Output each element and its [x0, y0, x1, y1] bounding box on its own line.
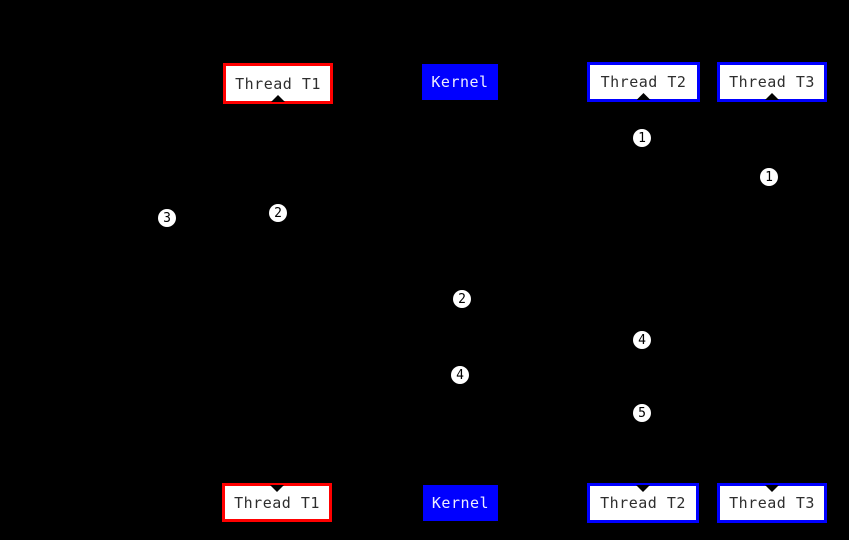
step-marker-3: 3	[158, 209, 176, 227]
step-marker-number: 1	[765, 169, 773, 185]
step-marker-5: 5	[633, 404, 651, 422]
step-marker-number: 2	[458, 291, 466, 307]
lifeline-arrowhead-icon	[636, 93, 651, 100]
step-marker-1: 1	[760, 168, 778, 186]
step-marker-number: 4	[456, 367, 464, 383]
actor-box-label: Thread T1	[234, 493, 320, 512]
actor-box-top-thread-t2: Thread T2	[587, 62, 700, 102]
step-marker-number: 5	[638, 405, 646, 421]
lifeline-arrowhead-icon	[270, 485, 284, 492]
actor-box-bottom-thread-t3: Thread T3	[717, 483, 827, 523]
actor-box-bottom-thread-t1: Thread T1	[222, 483, 332, 522]
step-marker-number: 4	[638, 332, 646, 348]
actor-box-label: Thread T2	[600, 73, 687, 91]
lifeline-arrowhead-icon	[271, 95, 285, 102]
step-marker-1: 1	[633, 129, 651, 147]
actor-box-label: Thread T3	[729, 73, 815, 91]
actor-box-label: Kernel	[431, 73, 489, 91]
step-marker-number: 3	[163, 210, 171, 226]
actor-box-top-thread-t3: Thread T3	[717, 62, 827, 102]
actor-box-bottom-kernel: Kernel	[423, 485, 498, 521]
actor-box-bottom-thread-t2: Thread T2	[587, 483, 699, 523]
lifeline-arrowhead-icon	[765, 485, 779, 492]
step-marker-number: 1	[638, 130, 646, 146]
lifeline-arrowhead-icon	[636, 485, 650, 492]
actor-box-top-kernel: Kernel	[422, 64, 498, 100]
lifeline-arrowhead-icon	[765, 93, 779, 100]
actor-box-label: Kernel	[431, 494, 490, 512]
actor-box-top-thread-t1: Thread T1	[223, 63, 333, 104]
step-marker-number: 2	[274, 205, 282, 221]
actor-box-label: Thread T1	[235, 74, 321, 93]
step-marker-4: 4	[633, 331, 651, 349]
step-marker-2: 2	[453, 290, 471, 308]
step-marker-2: 2	[269, 204, 287, 222]
actor-box-label: Thread T3	[729, 494, 815, 512]
step-marker-4: 4	[451, 366, 469, 384]
actor-box-label: Thread T2	[600, 494, 686, 512]
